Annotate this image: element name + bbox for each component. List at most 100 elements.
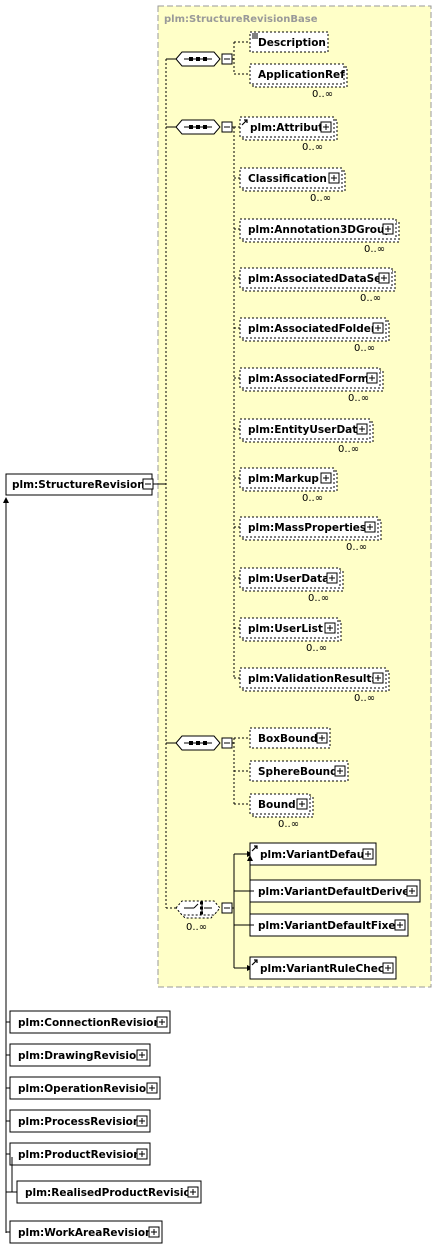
element-label: plm:DrawingRevision	[18, 1050, 144, 1062]
element-label: ApplicationRef	[258, 69, 345, 81]
element-massproperties[interactable]: plm:MassProperties 0..∞	[239, 516, 382, 553]
element-label: plm:UserList	[248, 623, 323, 635]
occurrence-label: 0..∞	[364, 244, 385, 255]
element-label: plm:WorkAreaRevision	[18, 1227, 153, 1239]
element-associatedfolder[interactable]: plm:AssociatedFolder 0..∞	[239, 317, 390, 354]
occurrence-label: 0..∞	[302, 493, 323, 504]
element-label: plm:EntityUserData	[248, 424, 364, 436]
expand-icon[interactable]	[148, 1226, 160, 1238]
element-drawingrevision[interactable]: plm:DrawingRevision	[9, 1043, 151, 1067]
element-associateddataset[interactable]: plm:AssociatedDataSet 0..∞	[239, 267, 396, 304]
element-label: plm:RealisedProductRevision	[25, 1187, 198, 1199]
expand-icon[interactable]	[372, 322, 384, 334]
expand-icon[interactable]	[356, 423, 368, 435]
element-annotation3dgroup[interactable]: plm:Annotation3DGroup 0..∞	[239, 218, 400, 255]
derived-types: plm:ConnectionRevision plm:DrawingRevisio…	[6, 1010, 202, 1244]
element-label: plm:MassProperties	[248, 522, 366, 534]
element-label: Classification	[248, 173, 327, 185]
occurrence-label: 0..∞	[354, 343, 375, 354]
element-label: plm:VariantDefaultFixed	[258, 920, 403, 932]
expand-icon[interactable]	[382, 962, 394, 974]
expand-icon[interactable]	[324, 622, 336, 634]
root-element[interactable]: plm:StructureRevision	[5, 473, 154, 496]
expand-icon[interactable]	[296, 798, 308, 810]
expand-icon[interactable]	[326, 572, 338, 584]
element-label: BoxBound	[258, 733, 318, 745]
element-label: plm:Annotation3DGroup	[248, 224, 392, 236]
expand-icon[interactable]	[394, 919, 406, 931]
element-label: plm:AssociatedDataSet	[248, 273, 386, 285]
sequence-compositor[interactable]	[175, 51, 233, 67]
expand-icon[interactable]	[362, 848, 374, 860]
element-entityuserdata[interactable]: plm:EntityUserData 0..∞	[239, 418, 374, 455]
element-operationrevision[interactable]: plm:OperationRevision	[9, 1076, 161, 1100]
occurrence-label: 0..∞	[346, 542, 367, 553]
element-variantdefaultderived[interactable]: plm:VariantDefaultDerived	[249, 879, 421, 903]
element-spherebound[interactable]: SphereBound	[249, 760, 349, 782]
expand-icon[interactable]	[136, 1049, 148, 1061]
element-variantdefault[interactable]: plm:VariantDefault	[249, 842, 377, 866]
element-variantdefaultfixed[interactable]: plm:VariantDefaultFixed	[249, 913, 409, 937]
sequence-compositor[interactable]	[175, 735, 233, 751]
occurrence-label: 0..∞	[360, 293, 381, 304]
element-markup[interactable]: plm:Markup 0..∞	[239, 467, 338, 504]
element-label: plm:VariantRuleCheck	[260, 963, 392, 975]
element-label: plm:AssociatedFolder	[248, 323, 377, 335]
occurrence-label: 0..∞	[338, 444, 359, 455]
expand-icon[interactable]	[136, 1148, 148, 1160]
element-label: plm:VariantDefaultDerived	[258, 886, 417, 898]
element-userlist[interactable]: plm:UserList 0..∞	[239, 617, 342, 654]
element-userdata[interactable]: plm:UserData 0..∞	[239, 567, 344, 604]
expand-icon[interactable]	[320, 472, 332, 484]
sequence-compositor[interactable]	[175, 119, 233, 135]
element-variantrulecheck[interactable]: plm:VariantRuleCheck	[249, 956, 397, 980]
element-label: plm:UserData	[248, 573, 329, 585]
occurrence-label: 0..∞	[302, 142, 323, 153]
element-label: plm:ProcessRevision	[18, 1116, 140, 1128]
element-description[interactable]: Description	[249, 31, 329, 53]
occurrence-label: 0..∞	[354, 693, 375, 704]
choice-compositor[interactable]: 0..∞	[175, 900, 233, 933]
expand-icon[interactable]	[187, 1186, 199, 1198]
collapse-icon[interactable]	[221, 902, 233, 914]
expand-icon[interactable]	[136, 1115, 148, 1127]
occurrence-label: 0..∞	[308, 593, 329, 604]
element-connectionrevision[interactable]: plm:ConnectionRevision	[9, 1010, 171, 1034]
expand-icon[interactable]	[146, 1082, 158, 1094]
expand-icon[interactable]	[382, 223, 394, 235]
occurrence-label: 0..∞	[348, 393, 369, 404]
expand-icon[interactable]	[406, 885, 418, 897]
expand-icon[interactable]	[372, 672, 384, 684]
expand-icon[interactable]	[328, 172, 340, 184]
expand-icon[interactable]	[316, 732, 328, 744]
element-processrevision[interactable]: plm:ProcessRevision	[9, 1109, 151, 1133]
expand-icon[interactable]	[320, 121, 332, 133]
group-choice-4: 0..∞ plm:VariantDefault plm:VariantDefault…	[175, 842, 421, 980]
expand-icon[interactable]	[366, 372, 378, 384]
element-workarearevision[interactable]: plm:WorkAreaRevision	[9, 1220, 163, 1244]
collapse-icon[interactable]	[221, 121, 233, 133]
collapse-icon[interactable]	[142, 478, 154, 490]
element-label: plm:Markup	[248, 473, 319, 485]
element-productrevision[interactable]: plm:ProductRevision	[9, 1142, 151, 1166]
group-sequence-2: plm:Attribute0..∞Classification0..∞plm:A…	[175, 116, 400, 704]
expand-icon[interactable]	[364, 521, 376, 533]
expand-icon[interactable]	[156, 1016, 168, 1028]
element-realisedproductrevision[interactable]: plm:RealisedProductRevision	[16, 1180, 202, 1204]
occurrence-label: 0..∞	[306, 643, 327, 654]
collapse-icon[interactable]	[221, 737, 233, 749]
collapse-icon[interactable]	[221, 53, 233, 65]
expand-icon[interactable]	[378, 272, 390, 284]
element-boxbound[interactable]: BoxBound	[249, 727, 331, 749]
expand-icon[interactable]	[334, 765, 346, 777]
element-label: plm:ConnectionRevision	[18, 1017, 161, 1029]
